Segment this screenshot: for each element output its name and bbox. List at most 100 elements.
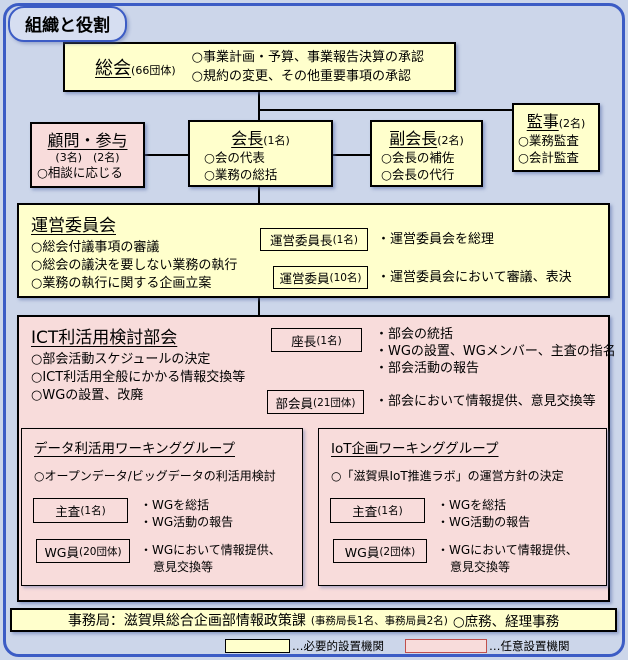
- auditor-duties: ○業務監査 ○会計監査: [514, 132, 598, 166]
- auditor-box: 監事(2名) ○業務監査 ○会計監査: [512, 103, 600, 172]
- desc-line: ・WGの設置、WGメンバー、主査の指名: [375, 344, 616, 359]
- general-assembly-count: (66団体): [131, 64, 176, 77]
- ict-subcommittee-duties: ○部会活動スケジュールの決定 ○ICT利活用全般にかかる情報交換等 ○WGの設置…: [31, 351, 596, 405]
- connector-kaicho-fuku: [333, 154, 371, 156]
- data-wg-title: データ利活用ワーキンググループ: [34, 441, 236, 457]
- page-title: 組織と役割: [8, 6, 127, 42]
- role-label: 主査: [352, 504, 378, 519]
- role-count: (10名): [329, 272, 362, 284]
- legend-optional-swatch: [405, 639, 487, 653]
- duty-line: ○事業計画・予算、事業報告決算の承認: [191, 50, 424, 65]
- duty-line: ○WGの設置、改廃: [31, 388, 144, 403]
- steering-committee-duties: ○総会付議事項の審議 ○総会の議決を要しない業務の執行 ○業務の執行に関する企画…: [31, 239, 596, 293]
- desc-line: 意見交換等: [450, 560, 511, 574]
- connector-branch-kanji: [258, 109, 514, 111]
- ict-member-desc: ・部会において情報提供、意見交換等: [375, 394, 596, 409]
- role-label: WG員: [344, 544, 380, 560]
- steering-member-desc: ・運営委員会において審議、表決: [377, 270, 572, 285]
- auditor-count: (2名): [558, 117, 586, 130]
- role-label: 運営委員: [279, 271, 330, 286]
- iot-wg-duty: ○「滋賀県IoT推進ラボ」の運営方針の決定: [331, 469, 564, 483]
- role-count: (1名): [377, 505, 403, 517]
- desc-line: ・WGにおいて情報提供、: [437, 543, 578, 557]
- vice-chairman-box: 副会長(2名) ○会長の補佐 ○会長の代行: [370, 120, 483, 187]
- legend-optional-label: …任意設置機関: [489, 639, 570, 653]
- chairman-label: 会長: [231, 129, 264, 148]
- vice-chairman-duties: ○会長の補佐 ○会長の代行: [372, 149, 481, 183]
- role-count: (20団体): [78, 545, 122, 558]
- ict-member-role-box: 部会員(21団体): [267, 390, 364, 414]
- ict-chair-descs: ・部会の統括 ・WGの設置、WGメンバー、主査の指名 ・部会活動の報告: [375, 326, 616, 377]
- chairman-title: 会長(1名): [190, 125, 331, 149]
- duty-line: ○総会付議事項の審議: [31, 240, 160, 255]
- secretariat-box: 事務局：滋賀県総合企画部情報政策課 (事務局長1名、事務局員2名) ○庶務、経理…: [10, 608, 617, 632]
- vice-chairman-count: (2名): [437, 134, 464, 147]
- steering-chair-role-box: 運営委員長(1名): [260, 228, 368, 251]
- duty-line: ○業務の執行に関する企画立案: [31, 276, 212, 291]
- ict-chair-role-box: 座長(1名): [271, 328, 362, 352]
- advisors-box: 顧問・参与 (3名) (2名) ○相談に応じる: [30, 122, 145, 188]
- connector-komon-kaicho: [145, 154, 189, 156]
- general-assembly-label: 総会: [95, 58, 132, 79]
- legend-required-label: …必要的設置機関: [292, 639, 384, 653]
- data-wg-chief-role-box: 主査(1名): [33, 498, 128, 523]
- duty-line: ○業務の総括: [204, 167, 278, 182]
- outer-frame: [3, 3, 625, 657]
- chairman-count: (1名): [263, 134, 290, 147]
- vice-chairman-title: 副会長(2名): [372, 125, 481, 149]
- advisors-count: (3名) (2名): [55, 151, 120, 164]
- legend-required-swatch: [225, 639, 290, 653]
- duty-line: ○ICT利活用全般にかかる情報交換等: [31, 370, 246, 385]
- desc-line: 意見交換等: [153, 560, 214, 574]
- role-count: (1名): [80, 505, 106, 517]
- steering-committee-title: 運営委員会: [31, 216, 116, 236]
- duty-line: ○業務監査: [518, 133, 579, 148]
- general-assembly-title: 総会(66団体): [95, 54, 176, 80]
- duty-line: ○部会活動スケジュールの決定: [31, 352, 211, 367]
- secretariat-staff-count: (事務局長1名、事務局員2名): [310, 614, 448, 627]
- role-label: 主査: [55, 504, 81, 519]
- role-label: 座長: [291, 333, 317, 349]
- vice-chairman-label: 副会長: [389, 129, 438, 148]
- duty-line: ○会長の代行: [381, 167, 455, 182]
- secretariat-name: 事務局：滋賀県総合企画部情報政策課: [67, 613, 306, 629]
- iot-wg-member-role-box: WG員(2団体): [333, 539, 427, 563]
- duty-line: ○会計監査: [518, 150, 579, 165]
- steering-chair-desc: ・運営委員会を総理: [377, 232, 495, 247]
- role-count: (1名): [332, 234, 358, 246]
- data-wg-chief-descs: ・WGを総括 ・WG活動の報告: [140, 497, 233, 531]
- duty-line: ○規約の変更、その他重要事項の承認: [191, 69, 411, 84]
- role-count: (21団体): [312, 396, 356, 409]
- role-count: (1名): [316, 334, 342, 347]
- desc-line: ・WG活動の報告: [437, 515, 531, 529]
- iot-wg-title: IoT企画ワーキンググループ: [331, 441, 499, 457]
- desc-line: ・WG活動の報告: [140, 515, 234, 529]
- secretariat-duty: ○庶務、経理事務: [452, 614, 560, 630]
- connector-unei-ict: [258, 297, 260, 316]
- chairman-duties: ○会の代表 ○業務の総括: [190, 149, 331, 183]
- iot-wg-chief-descs: ・WGを総括 ・WG活動の報告: [437, 497, 530, 531]
- auditor-title: 監事(2名): [514, 108, 598, 132]
- advisors-title: 顧問・参与: [47, 131, 128, 150]
- duty-line: ○総会の議決を要しない業務の執行: [31, 258, 238, 273]
- role-label: 運営委員長: [270, 233, 333, 248]
- advisors-duty: ○相談に応じる: [37, 165, 123, 180]
- connector-kaicho-unei: [258, 186, 260, 204]
- desc-line: ・WGを総括: [437, 498, 507, 512]
- ict-subcommittee-title: ICT利活用検討部会: [31, 328, 178, 348]
- iot-wg-chief-role-box: 主査(1名): [330, 498, 425, 523]
- role-label: WG員: [44, 544, 79, 560]
- general-assembly-duties: ○事業計画・予算、事業報告決算の承認 ○規約の変更、その他重要事項の承認: [192, 48, 424, 86]
- desc-line: ・WGにおいて情報提供、: [140, 543, 281, 557]
- iot-wg-member-descs: ・WGにおいて情報提供、 意見交換等: [437, 542, 578, 576]
- data-wg-member-descs: ・WGにおいて情報提供、 意見交換等: [140, 542, 281, 576]
- data-wg-duty: ○オープンデータ/ビッグデータの利活用検討: [34, 469, 276, 483]
- connector-soukai-kaicho: [258, 92, 260, 121]
- general-assembly-box: 総会(66団体) ○事業計画・予算、事業報告決算の承認 ○規約の変更、その他重要…: [63, 42, 456, 92]
- desc-line: ・WGを総括: [140, 498, 210, 512]
- chairman-box: 会長(1名) ○会の代表 ○業務の総括: [188, 120, 333, 187]
- role-count: (2団体): [379, 545, 416, 558]
- data-wg-member-role-box: WG員(20団体): [36, 539, 130, 563]
- desc-line: ・部会の統括: [375, 327, 454, 342]
